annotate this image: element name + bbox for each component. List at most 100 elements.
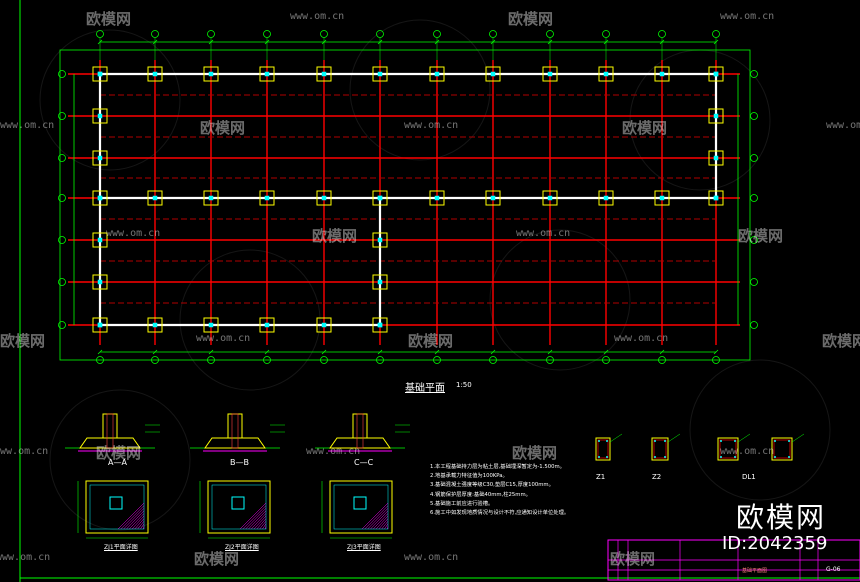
footing-outline bbox=[92, 66, 108, 82]
watermark-logo: 欧模网 bbox=[822, 332, 860, 350]
footing-outline bbox=[316, 190, 332, 206]
column-rebar-dot bbox=[788, 440, 790, 442]
watermark-logo: 欧模网 bbox=[312, 227, 358, 245]
section-rebar bbox=[356, 413, 364, 449]
axis-bubble bbox=[750, 112, 758, 120]
axis-bubble bbox=[750, 321, 758, 329]
note-line: 3.基础混凝土强度等级C30,垫层C15,厚度100mm。 bbox=[430, 482, 554, 489]
column-mark bbox=[97, 71, 103, 77]
detail-plan-hatch bbox=[367, 508, 389, 530]
axis-bubble bbox=[376, 356, 384, 364]
section-footing bbox=[204, 437, 266, 449]
detail-plan-hatch bbox=[386, 526, 389, 530]
dimension-frame bbox=[59, 49, 751, 361]
axis-bubble bbox=[712, 30, 720, 38]
column-label-dl1: DL1 bbox=[742, 473, 756, 481]
column-mark bbox=[264, 195, 270, 201]
detail-plan-hatch bbox=[264, 526, 267, 530]
note-line: 6.施工中如发现地质情况与设计不符,应通知设计单位处理。 bbox=[430, 510, 570, 517]
footing-outline bbox=[372, 274, 388, 290]
column-rebar-dot bbox=[774, 440, 776, 442]
axis-bubble bbox=[151, 30, 159, 38]
column-label-z1: Z1 bbox=[596, 473, 606, 481]
column-mark bbox=[208, 71, 214, 77]
detail-plan-inner bbox=[89, 484, 145, 530]
column-mark bbox=[377, 237, 383, 243]
footing-outline bbox=[654, 66, 670, 82]
detail-plan-hatch bbox=[370, 510, 389, 530]
detail-plan-hatch bbox=[131, 515, 145, 530]
column-stirrup bbox=[653, 439, 667, 459]
axis-bubble bbox=[546, 30, 554, 38]
footing-outline bbox=[429, 66, 445, 82]
axis-bubble bbox=[320, 356, 328, 364]
detail-plan-hatch bbox=[373, 513, 389, 530]
footing-outline bbox=[708, 66, 724, 82]
axis-bubble bbox=[750, 70, 758, 78]
axis-bubble bbox=[750, 236, 758, 244]
column-mark bbox=[377, 322, 383, 328]
axis-bubble bbox=[58, 154, 66, 162]
detail-plan-hatch bbox=[245, 508, 267, 530]
axis-bubble bbox=[433, 30, 441, 38]
column-mark bbox=[490, 195, 496, 201]
column-mark bbox=[547, 195, 553, 201]
column-mark bbox=[321, 71, 327, 77]
column-mark bbox=[152, 195, 158, 201]
column-mark bbox=[713, 195, 719, 201]
dimension-tick bbox=[490, 39, 496, 45]
detail-plan-outline bbox=[329, 480, 393, 534]
section-rebar bbox=[231, 413, 239, 449]
detail-plan-outline bbox=[85, 480, 149, 534]
detail-plan-hatch bbox=[140, 523, 145, 530]
detail-plan-hatch bbox=[242, 505, 267, 530]
footing-outline bbox=[708, 190, 724, 206]
footing-outline bbox=[485, 190, 501, 206]
column-label-z2: Z2 bbox=[652, 473, 662, 481]
axis-bubble bbox=[58, 70, 66, 78]
section-label-c: C—C bbox=[354, 458, 374, 467]
detail-plan-hatch bbox=[384, 523, 389, 530]
column-mark bbox=[377, 279, 383, 285]
detail-plan-hatch bbox=[361, 502, 389, 530]
footing-outline bbox=[429, 190, 445, 206]
watermark-circle bbox=[49, 389, 191, 531]
axis-bubble bbox=[546, 356, 554, 364]
section-pedestal bbox=[352, 413, 368, 439]
watermark-url: www.om.cn bbox=[106, 228, 161, 239]
column-stirrup bbox=[773, 439, 791, 459]
dimension-tick bbox=[547, 39, 553, 45]
axis-bubble bbox=[750, 194, 758, 202]
general-notes: 1.本工程基础持力层为粘土层,基础埋深暂定为-1.500m。 2.地基承载力特征… bbox=[430, 463, 569, 518]
detail-plan-hatch bbox=[248, 510, 267, 530]
column-leader bbox=[737, 433, 751, 443]
column-rebar-dot bbox=[720, 456, 722, 458]
watermark-logo: 欧模网 bbox=[408, 332, 454, 350]
column-mark bbox=[434, 195, 440, 201]
axis-bubble bbox=[58, 278, 66, 286]
footing-outline bbox=[259, 190, 275, 206]
footing-outline bbox=[92, 150, 108, 166]
footing-outline bbox=[598, 66, 614, 82]
column-mark bbox=[713, 71, 719, 77]
dimension-tick bbox=[434, 39, 440, 45]
detail-plan-hatch bbox=[129, 513, 145, 530]
dimension-tick bbox=[377, 349, 383, 355]
dimension-tick bbox=[208, 39, 214, 45]
section-footing bbox=[79, 437, 141, 449]
column-section bbox=[595, 437, 611, 461]
watermark-circle bbox=[39, 29, 181, 171]
footing-outline bbox=[203, 66, 219, 82]
footing-outline bbox=[259, 317, 275, 333]
footing-outline bbox=[708, 108, 724, 124]
footing-outline bbox=[259, 66, 275, 82]
column-rebar-dot bbox=[774, 456, 776, 458]
detail-plan-hatch bbox=[126, 510, 145, 530]
column-mark bbox=[321, 195, 327, 201]
watermark-url: www.om.cn bbox=[614, 333, 669, 344]
dimension-tick bbox=[321, 349, 327, 355]
column-mark bbox=[208, 195, 214, 201]
plan-label-zj3: ZJ3平面详图 bbox=[347, 544, 381, 551]
footing-outline bbox=[372, 317, 388, 333]
